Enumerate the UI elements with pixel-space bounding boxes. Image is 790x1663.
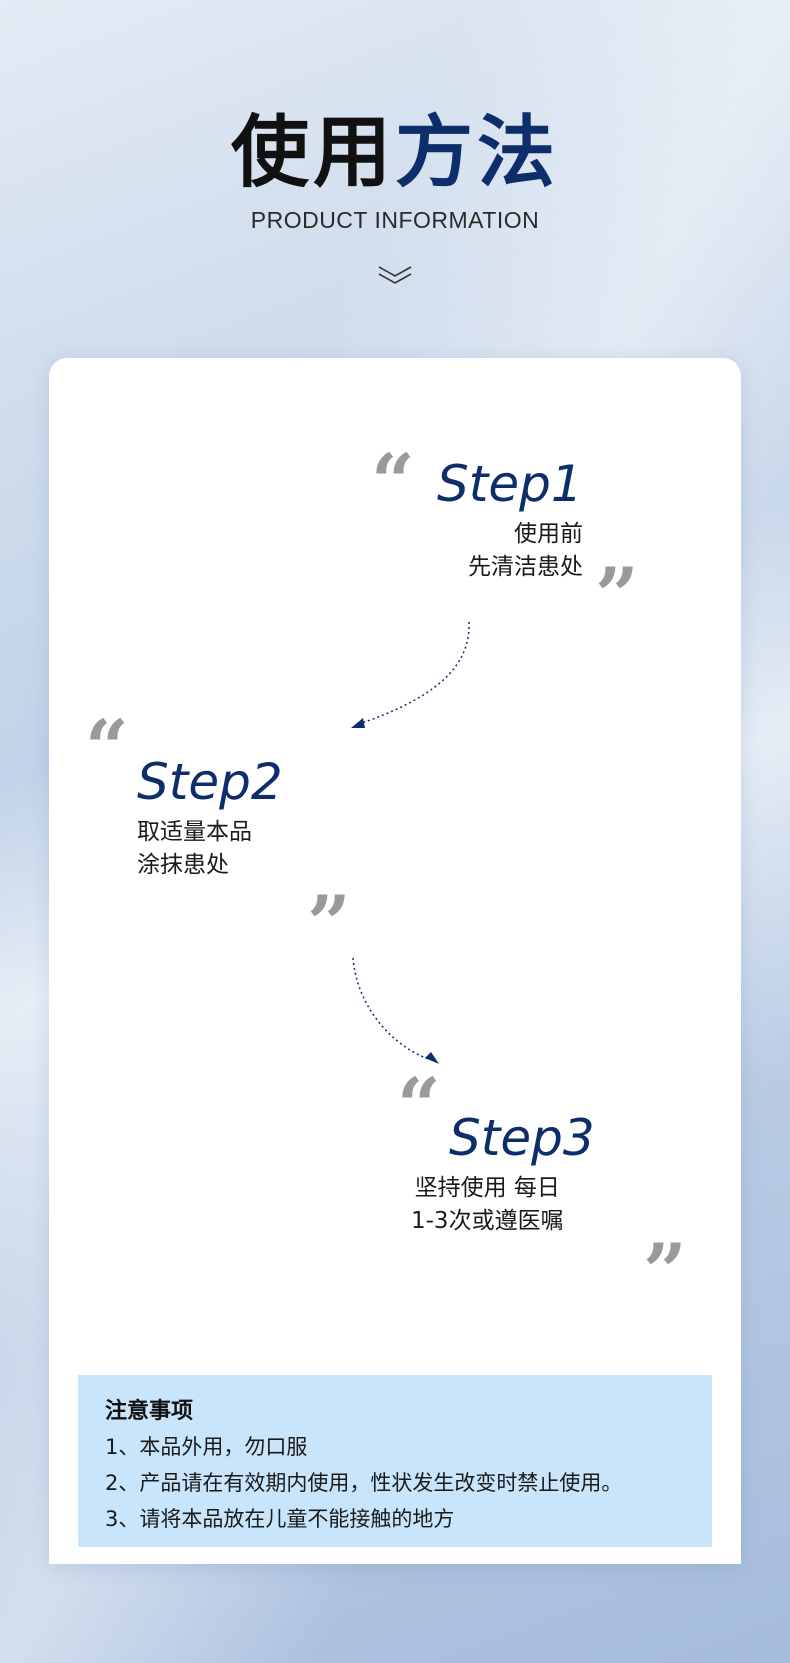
notice-box: 注意事项 1、本品外用，勿口服 2、产品请在有效期内使用，性状发生改变时禁止使用… — [78, 1375, 712, 1547]
close-quote-icon: ” — [595, 551, 639, 640]
title-part-2: 方法 — [395, 108, 560, 198]
open-quote-icon: “ — [85, 703, 129, 792]
close-quote-icon: ” — [643, 1227, 687, 1316]
notice-item-1: 1、本品外用，勿口服 — [105, 1435, 308, 1459]
step3-label: Step3 — [449, 1109, 595, 1167]
step1-description: 使用前 先清洁患处 — [468, 518, 583, 584]
step3-description: 坚持使用 每日 1-3次或遵医嘱 — [411, 1172, 564, 1238]
step2-description: 取适量本品 涂抹患处 — [137, 816, 252, 882]
title-part-1: 使用 — [230, 108, 395, 198]
step3-line-2: 1-3次或遵医嘱 — [411, 1208, 564, 1234]
open-quote-icon: “ — [397, 1061, 441, 1150]
open-quote-icon: “ — [371, 437, 415, 526]
notice-title: 注意事项 — [105, 1399, 194, 1424]
usage-card: “ Step1 使用前 先清洁患处 ” “ Step2 取适量本品 涂抹患处 ”… — [49, 358, 741, 1564]
close-quote-icon: ” — [307, 879, 351, 968]
page-title: 使用方法 — [0, 108, 790, 198]
step2-line-2: 涂抹患处 — [137, 852, 229, 878]
double-chevron-down-icon — [378, 266, 412, 284]
step2-label: Step2 — [137, 753, 283, 811]
step3-line-1: 坚持使用 每日 — [414, 1175, 560, 1201]
notice-item-2: 2、产品请在有效期内使用，性状发生改变时禁止使用。 — [105, 1471, 623, 1495]
curved-arrow-icon — [351, 621, 470, 728]
step1-label: Step1 — [437, 455, 583, 513]
curved-arrow-icon — [352, 957, 439, 1064]
step1-line-1: 使用前 — [514, 521, 583, 547]
page-subtitle: PRODUCT INFORMATION — [250, 207, 540, 233]
notice-item-3: 3、请将本品放在儿童不能接触的地方 — [105, 1507, 455, 1531]
step1-line-2: 先清洁患处 — [468, 554, 583, 580]
step2-line-1: 取适量本品 — [137, 819, 252, 845]
